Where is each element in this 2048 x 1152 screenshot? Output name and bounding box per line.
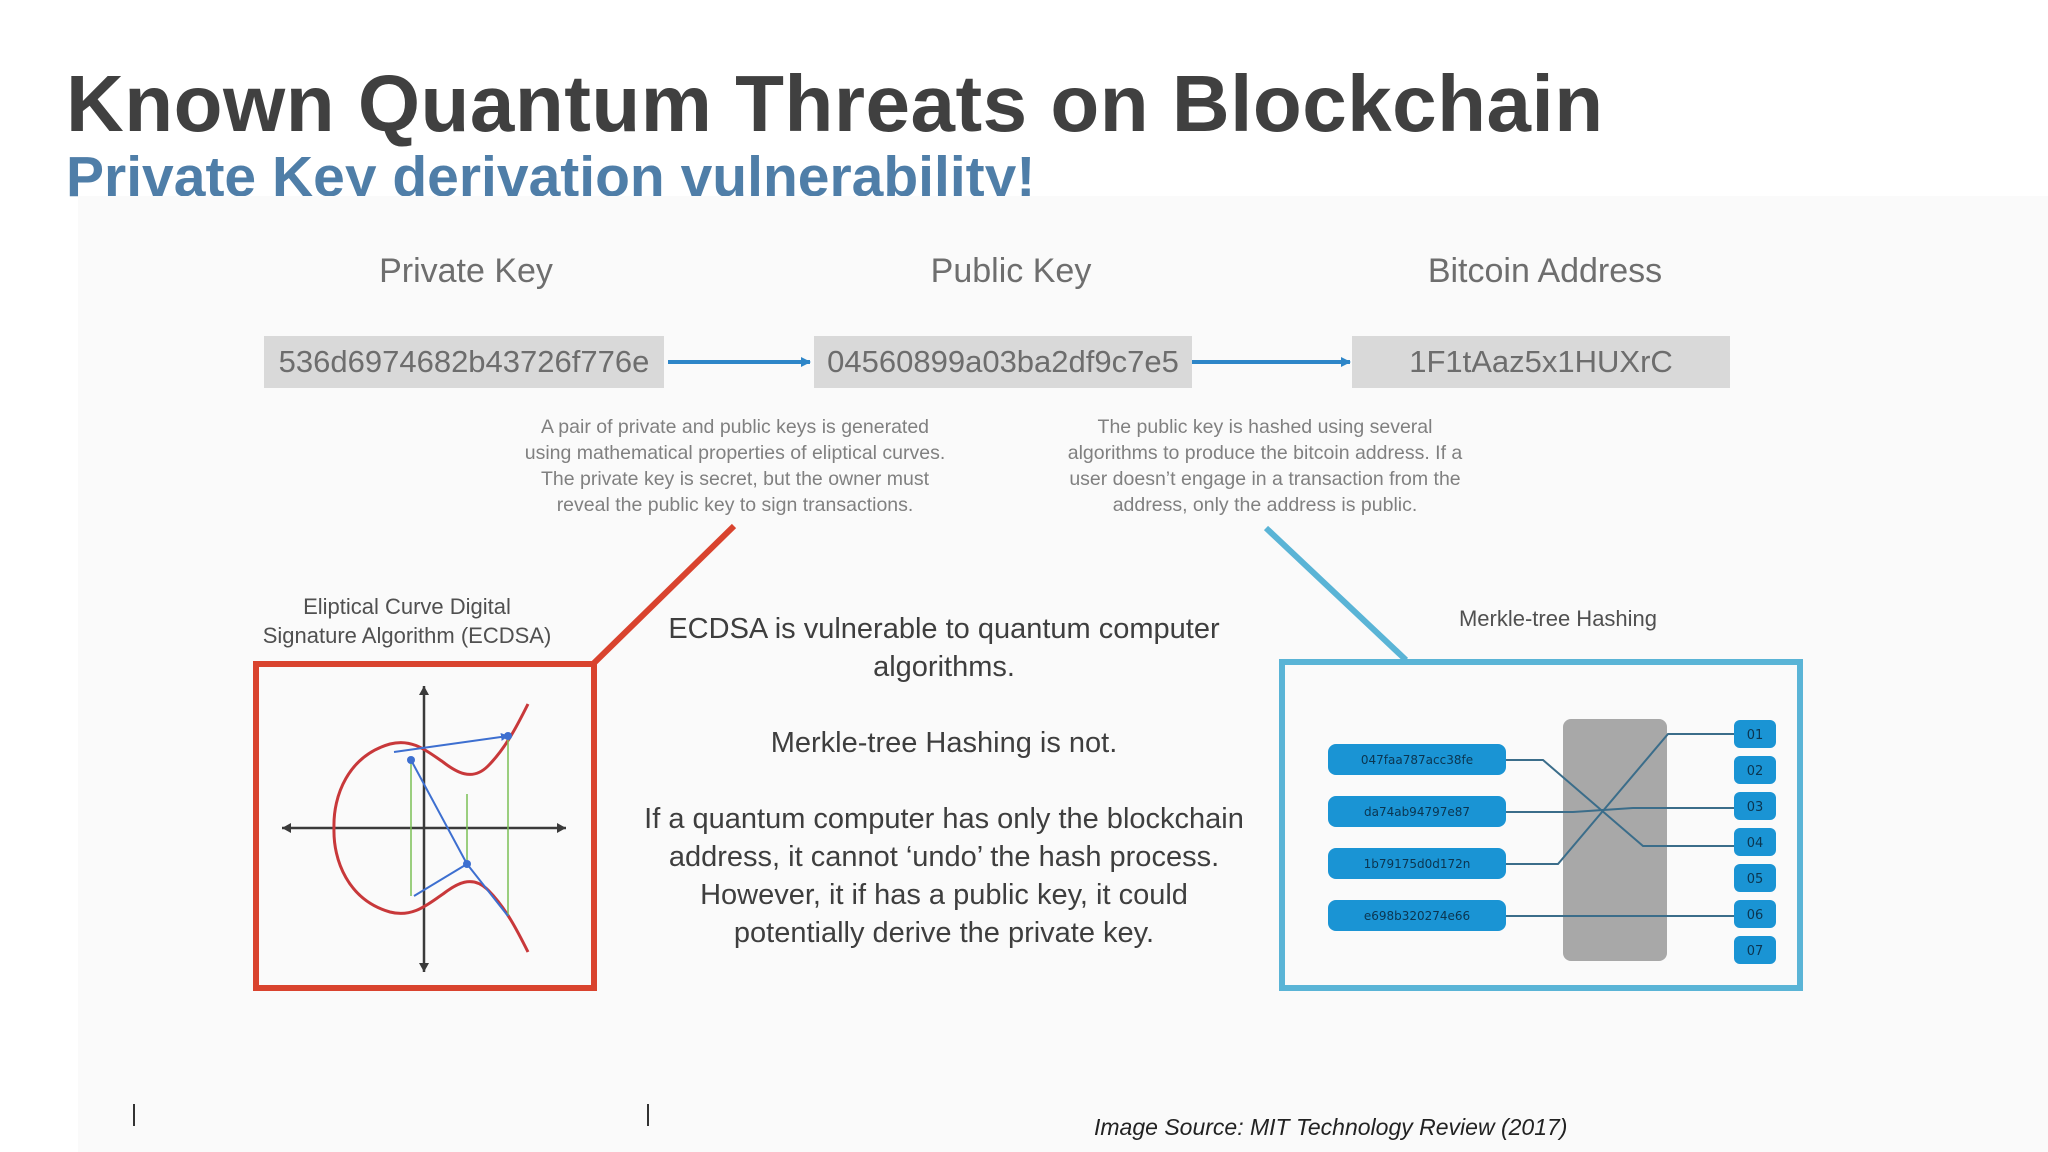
ecdsa-points [407,732,512,868]
footer-tick-right [647,1104,649,1126]
output-box-text: 02 [1747,764,1764,779]
output-box-text: 01 [1747,728,1764,743]
hash-caption: The public key is hashed using several a… [1067,416,1463,516]
output-box-text: 05 [1747,872,1764,887]
ecdsa-point-lines [393,733,509,917]
hash-pill-text: e698b320274e66 [1364,909,1470,923]
merkle-connector [1263,525,1409,663]
merkle-output-boxes: 01 02 03 04 05 06 07 [1734,720,1776,964]
public-key-label: Public Key [930,252,1092,290]
hash-pill-text: da74ab94797e87 [1364,805,1470,819]
bitcoin-address-value: 1F1tAaz5x1HUXrC [1352,336,1730,388]
output-box: 01 [1734,720,1776,748]
merkle-connections [1506,733,1738,917]
output-box: 06 [1734,900,1776,928]
elliptic-curve-icon [332,703,530,953]
ecdsa-axes-icon [282,686,566,972]
figure-graphics: 047faa787acc38fe da74ab94797e87 1b79175d0d… [253,357,1803,991]
output-box: 04 [1734,828,1776,856]
hash-pill-text: 047faa787acc38fe [1361,753,1473,767]
image-source: Image Source: MIT Technology Review (201… [1094,1114,1568,1140]
private-key-label: Private Key [379,252,553,290]
hash-pill: e698b320274e66 [1328,900,1506,931]
merkle-frame [1279,659,1803,991]
output-box: 02 [1734,756,1776,784]
hash-pill-text: 1b79175d0d172n [1364,857,1471,871]
output-box-text: 03 [1747,800,1764,815]
key-derivation-figure: 047faa787acc38fe da74ab94797e87 1b79175d0d… [78,196,2048,1152]
merkle-not-vulnerable-text: Merkle-tree Hashing is not. [770,727,1118,759]
merkle-label: Merkle-tree Hashing [1458,606,1658,631]
output-box-text: 07 [1747,944,1764,959]
ecdsa-green-lines [410,738,509,916]
output-box-text: 04 [1747,836,1764,851]
output-box: 03 [1734,792,1776,820]
private-key-value: 536d6974682b43726f776e [264,336,664,388]
ecdsa-label: Eliptical Curve Digital Signature Algori… [262,594,552,648]
hash-pill: 047faa787acc38fe [1328,744,1506,775]
output-box: 05 [1734,864,1776,892]
output-box: 07 [1734,936,1776,964]
ecdsa-vulnerable-text: ECDSA is vulnerable to quantum computer … [668,613,1220,683]
slide-title: Known Quantum Threats on Blockchain [66,59,1604,148]
ecdsa-connector [590,523,737,667]
output-box-text: 06 [1747,908,1764,923]
quantum-derivation-text: If a quantum computer has only the block… [644,803,1244,949]
hash-pill: da74ab94797e87 [1328,796,1506,827]
public-key-value: 04560899a03ba2df9c7e5 [814,336,1192,388]
ecdsa-frame [253,661,597,991]
keypair-caption: A pair of private and public keys is gen… [524,416,946,516]
merkle-hash-pills: 047faa787acc38fe da74ab94797e87 1b79175d0d… [1328,744,1506,931]
merkle-hash-block [1563,719,1667,961]
footer-tick-left [133,1104,135,1126]
bitcoin-address-label: Bitcoin Address [1427,252,1663,290]
hash-pill: 1b79175d0d172n [1328,848,1506,879]
